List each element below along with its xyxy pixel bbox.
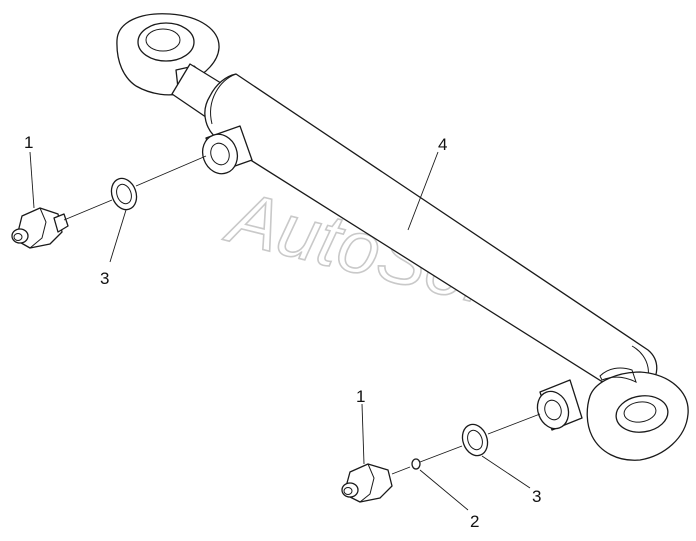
leader-line	[109, 209, 127, 263]
assembly-axis-upper-2	[135, 155, 207, 187]
assembly-axis-lower-3	[487, 413, 541, 435]
rod-eye-lower	[586, 367, 689, 461]
leader-line	[361, 403, 365, 465]
callout-label: 1	[356, 387, 365, 406]
fitting-nut-lower	[341, 463, 393, 503]
sealing-washer-upper	[110, 177, 138, 211]
assembly-axis-lower-2	[419, 445, 463, 463]
sealing-washer-lower	[461, 423, 489, 457]
assembly-axis-lower-1	[391, 466, 411, 475]
callout-label: 1	[24, 133, 33, 152]
callout-label: 3	[100, 269, 109, 288]
small-o-ring	[411, 458, 421, 470]
callout-label: 2	[470, 512, 479, 531]
assembly-axis-upper-1	[63, 199, 113, 221]
callout-label: 3	[532, 487, 541, 506]
hydraulic-cylinder	[116, 13, 689, 461]
leader-line	[407, 151, 439, 231]
leader-line	[29, 151, 35, 209]
callout-label: 4	[438, 135, 447, 154]
port-boss-lower	[536, 379, 583, 431]
leader-line	[481, 455, 531, 489]
cylinder-barrel	[204, 73, 658, 399]
fitting-nut-upper	[11, 207, 69, 249]
leader-line	[419, 469, 469, 511]
port-boss-upper	[201, 125, 253, 175]
